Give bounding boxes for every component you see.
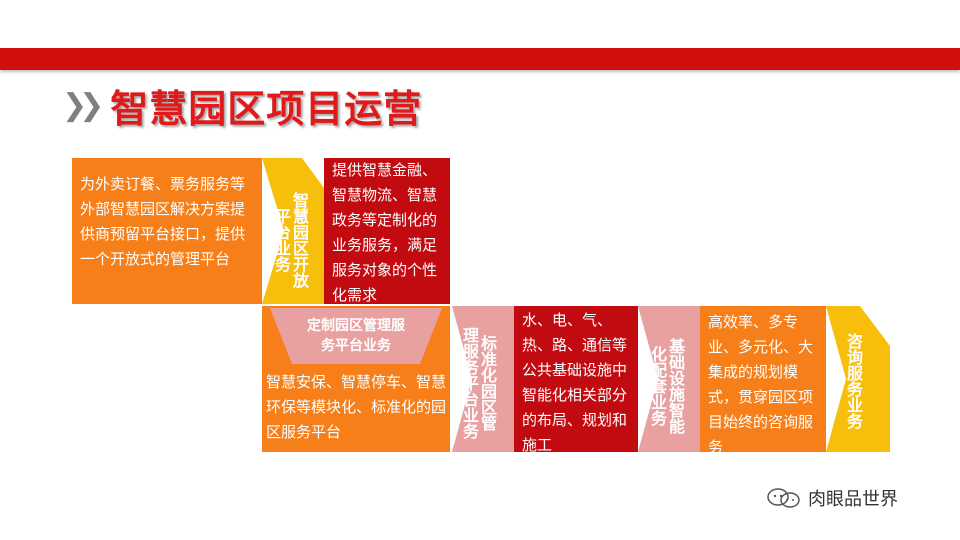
infrastructure-box: 高效率、多专业、多元化、大集成的规划模式，贯穿园区项目始终的咨询服务 (700, 306, 826, 456)
page-title: 智慧园区项目运营 (110, 86, 423, 131)
open-platform-services: 提供智慧金融、智慧物流、智慧政务等定制化的业务服务，满足服务对象的个性化需求 (332, 161, 438, 304)
custom-platform-label-shape (270, 308, 442, 364)
standard-platform-box: 水、电、气、热、路、通信等公共基础设施中智能化相关部分的布局、规划和施工 (514, 306, 638, 452)
infrastructure-description: 高效率、多专业、多元化、大集成的规划模式，贯穿园区项目始终的咨询服务 (708, 313, 814, 456)
infrastructure-chevron (638, 306, 700, 452)
watermark: 肉眼品世界 (764, 484, 898, 512)
custom-platform-label: 定制园区管理服务平台业务 (307, 318, 405, 354)
consulting-label: 咨询服务业务 (844, 333, 863, 429)
double-chevron-icon: ❯❯ (62, 87, 104, 123)
standard-platform-description: 水、电、气、热、路、通信等公共基础设施中智能化相关部分的布局、规划和施工 (522, 311, 628, 452)
infrastructure-label: 基础设施智能 化配套业务 (648, 338, 685, 434)
open-platform-description: 为外卖订餐、票务服务等外部智慧园区解决方案提供商预留平台接口，提供一个开放式的管… (80, 175, 246, 268)
standard-platform-chevron (452, 306, 514, 452)
open-platform-chevron (262, 158, 324, 304)
custom-platform-description: 智慧安保、智慧停车、智慧环保等模块化、标准化的园区服务平台 (266, 373, 447, 441)
open-platform-description-box: 为外卖订餐、票务服务等外部智慧园区解决方案提供商预留平台接口，提供一个开放式的管… (72, 158, 262, 304)
open-platform-label: 智慧园区开放 平台业务 (272, 192, 309, 288)
standard-platform-label: 标准化园区管 理服务平台业务 (460, 327, 497, 439)
title-area: ❯❯ 智慧园区项目运营 (62, 80, 423, 131)
wechat-icon (767, 488, 800, 508)
top-red-bar (0, 48, 960, 70)
consulting-arrow (826, 306, 890, 452)
open-platform-services-box: 提供智慧金融、智慧物流、智慧政务等定制化的业务服务，满足服务对象的个性化需求 (324, 158, 450, 304)
watermark-text: 肉眼品世界 (808, 489, 898, 510)
